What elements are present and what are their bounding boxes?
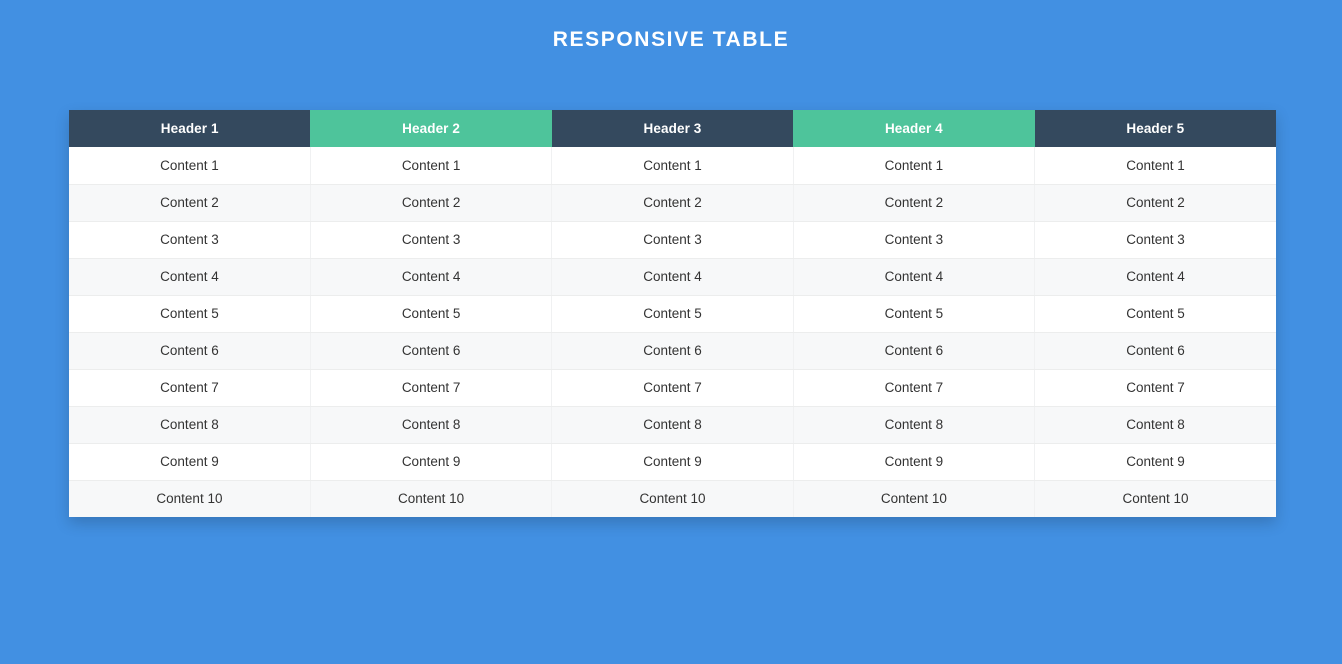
table-cell: Content 8 <box>69 406 311 444</box>
table-cell: Content 2 <box>69 184 311 222</box>
table-header-cell-3[interactable]: Header 3 <box>551 110 794 147</box>
table-cell: Content 4 <box>310 258 553 296</box>
table-cell: Content 1 <box>793 147 1036 185</box>
table-header-cell-4[interactable]: Header 4 <box>793 110 1035 147</box>
table-cell: Content 10 <box>1122 491 1189 507</box>
table-cell: Content 3 <box>69 221 311 259</box>
table-cell: Content 2 <box>551 184 794 222</box>
table-cell: Content 1 <box>1034 147 1276 185</box>
table-header-cell-1[interactable]: Header 1 <box>69 110 311 147</box>
table-cell: Content 5 <box>310 295 553 333</box>
table-cell: Content 7 <box>69 369 311 407</box>
table-cell: Content 5 <box>551 295 794 333</box>
table-cell: Content 4 <box>1034 258 1276 296</box>
table-cell: Content 5 <box>69 295 311 333</box>
table-cell: Content 10 <box>69 480 311 517</box>
table-cell: Content 7 <box>793 369 1036 407</box>
table-cell: Content 7 <box>551 369 794 407</box>
table-cell: Content 1 <box>310 147 553 185</box>
table-cell: Content 7 <box>310 369 553 407</box>
page-title: RESPONSIVE TABLE <box>552 28 790 51</box>
table-cell: Content 1 <box>551 147 794 185</box>
table-cell: Content 8 <box>793 406 1036 444</box>
table-cell: Content 1 <box>69 147 311 185</box>
table-cell: Content 3 <box>310 221 553 259</box>
table-cell: Content 6 <box>69 332 311 370</box>
table-cell: Content 3 <box>793 221 1036 259</box>
table-cell: Content 8 <box>1034 406 1276 444</box>
table-cell: Content 9 <box>551 443 794 481</box>
table-cell: Content 5 <box>793 295 1036 333</box>
table-cell: Content 10 <box>310 480 553 517</box>
table-cell: Content 4 <box>69 258 311 296</box>
table-cell: Content 8 <box>551 406 794 444</box>
table-cell: Content 5 <box>1034 295 1276 333</box>
table-cell: Content 6 <box>551 332 794 370</box>
table-cell: Content 9 <box>1034 443 1276 481</box>
table-cell: Content 6 <box>793 332 1036 370</box>
table-cell: Content 2 <box>793 184 1036 222</box>
table-header-cell-5[interactable]: Header 5 <box>1034 110 1276 147</box>
table-cell: Content 3 <box>551 221 794 259</box>
table-cell: Content 9 <box>69 443 311 481</box>
table-cell: Content 6 <box>1034 332 1276 370</box>
table-header-cell-2[interactable]: Header 2 <box>310 110 552 147</box>
table-cell: Content 9 <box>793 443 1036 481</box>
table-cell: Content 8 <box>310 406 553 444</box>
table-cell: Content 10 <box>551 480 794 517</box>
table-cell: Content 4 <box>551 258 794 296</box>
table-cell: Content 9 <box>310 443 553 481</box>
table-cell: Content 4 <box>793 258 1036 296</box>
table-cell: Content 7 <box>1034 369 1276 407</box>
table-cell: Content 6 <box>310 332 553 370</box>
table-cell: Content 10 <box>793 480 1036 517</box>
table-cell: Content 2 <box>1034 184 1276 222</box>
table-cell: Content 3 <box>1034 221 1276 259</box>
table-cell: Content 2 <box>310 184 553 222</box>
